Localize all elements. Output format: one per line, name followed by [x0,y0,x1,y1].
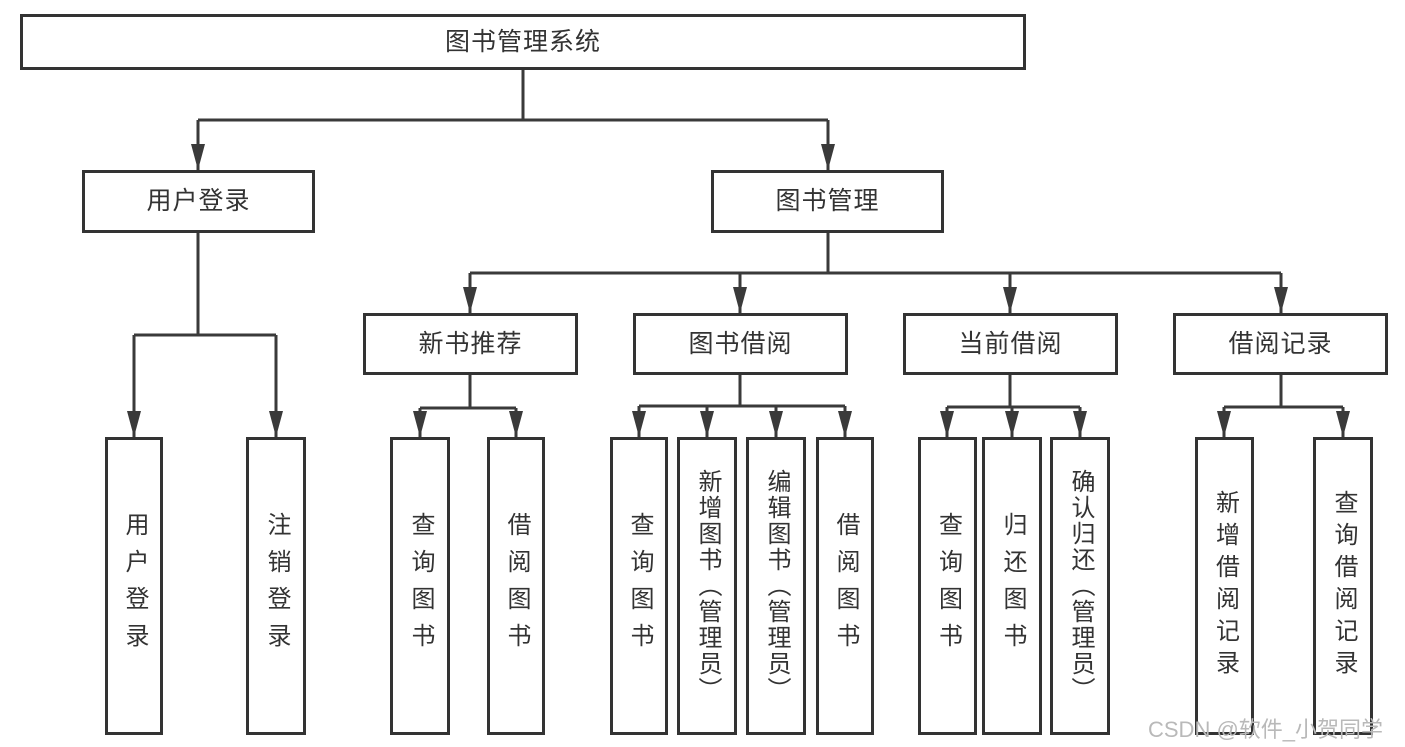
connector-book-borrow-children [637,375,847,437]
leaf-label: 确认归还（管理员） [1067,469,1094,703]
leaf-borrow-books-borrow: 借阅图书 [816,437,874,735]
watermark-text: CSDN @软件_小贺同学 [1148,717,1384,742]
node-book-management: 图书管理 [711,170,944,233]
leaf-query-books-borrow: 查询图书 [610,437,668,735]
arrow-down-icon [733,287,747,313]
leaf-add-book-admin: 新增图书（管理员） [677,437,737,735]
arrow-down-icon [1003,287,1017,313]
leaf-label: 新增借阅记录 [1211,490,1239,682]
node-label: 图书借阅 [688,329,793,358]
node-label: 借阅记录 [1228,329,1333,358]
arrow-down-icon [1005,411,1019,437]
leaf-logout: 注销登录 [246,437,306,735]
arrow-down-icon [821,144,835,170]
leaf-label: 编辑图书（管理员） [763,469,790,703]
leaf-user-login: 用户登录 [105,437,163,735]
node-label: 当前借阅 [958,329,1063,358]
connector-paths [132,70,1345,437]
connector-user-login-children [132,233,278,437]
arrow-down-icon [191,144,205,170]
node-library-system: 图书管理系统 [20,14,1026,70]
leaf-label: 用户登录 [121,512,148,660]
arrow-down-icon [463,287,477,313]
leaf-add-borrow-record: 新增借阅记录 [1195,437,1254,735]
node-borrow-records: 借阅记录 [1173,313,1388,375]
arrow-down-markers [127,144,1350,437]
arrow-down-icon [509,411,523,437]
node-label: 用户登录 [146,187,251,215]
leaf-query-books-current: 查询图书 [918,437,977,735]
connector-borrow-record-children [1222,375,1345,437]
arrow-down-icon [838,411,852,437]
connector-root-to-level2 [196,70,830,170]
leaf-label: 查询图书 [407,512,434,660]
node-label: 图书管理系统 [444,27,601,56]
arrow-down-icon [127,411,141,437]
arrow-down-icon [1073,411,1087,437]
arrow-down-icon [632,411,646,437]
leaf-label: 借阅图书 [503,512,530,660]
leaf-label: 注销登录 [263,512,290,660]
arrow-down-icon [700,411,714,437]
connector-book-mgmt-sections [468,233,1283,313]
leaf-label: 归还图书 [999,512,1026,660]
leaf-label: 查询借阅记录 [1330,490,1357,682]
leaf-label: 新增图书（管理员） [694,469,721,703]
node-user-login: 用户登录 [82,170,315,233]
arrow-down-icon [769,411,783,437]
connector-new-book-children [418,375,518,437]
leaf-return-books: 归还图书 [982,437,1042,735]
node-new-book-recommend: 新书推荐 [363,313,578,375]
arrow-down-icon [413,411,427,437]
node-book-borrow: 图书借阅 [633,313,848,375]
leaf-edit-book-admin: 编辑图书（管理员） [746,437,806,735]
leaf-borrow-books-recommend: 借阅图书 [487,437,545,735]
leaf-label: 查询图书 [934,512,962,660]
leaf-confirm-return-admin: 确认归还（管理员） [1050,437,1110,735]
arrow-down-icon [269,411,283,437]
leaf-query-borrow-record: 查询借阅记录 [1313,437,1373,735]
leaf-label: 借阅图书 [832,512,859,660]
arrow-down-icon [1336,411,1350,437]
arrow-down-icon [1217,411,1231,437]
node-current-borrow: 当前借阅 [903,313,1118,375]
node-label: 新书推荐 [418,329,523,358]
arrow-down-icon [940,411,954,437]
arrow-down-icon [1274,287,1288,313]
leaf-label: 查询图书 [626,512,653,660]
node-label: 图书管理 [775,187,880,215]
leaf-query-books-recommend: 查询图书 [390,437,450,735]
